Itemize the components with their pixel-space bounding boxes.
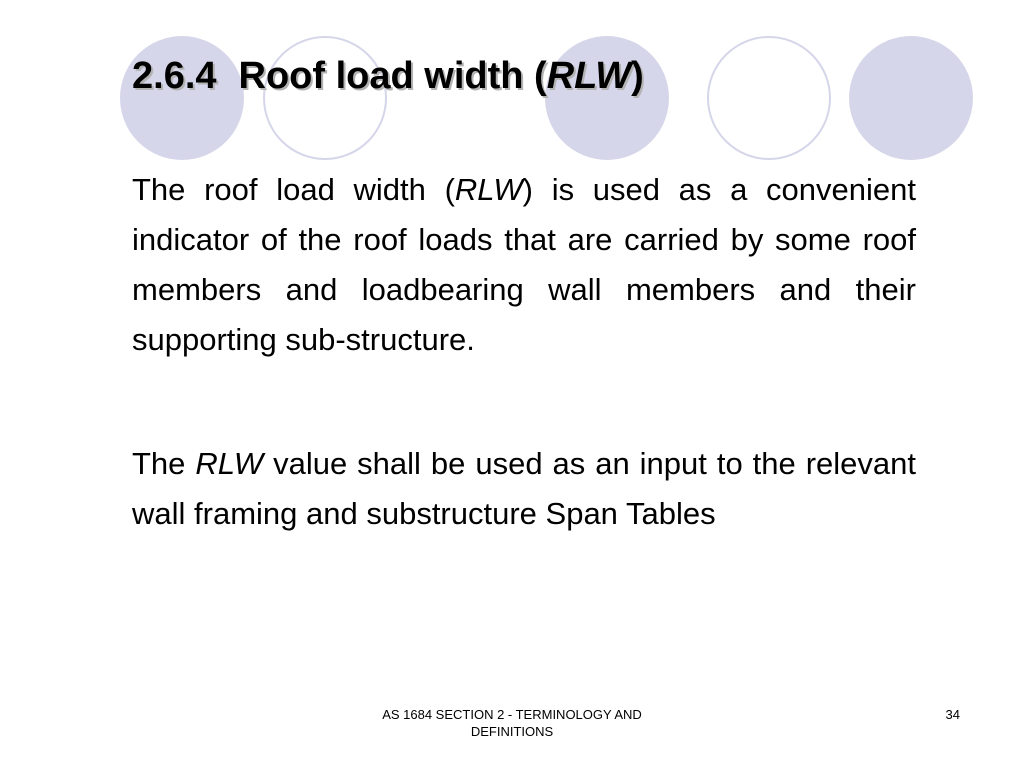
decorative-circle-outline	[707, 36, 831, 160]
decorative-circle-filled	[849, 36, 973, 160]
paragraph-usage: The RLW value shall be used as an input …	[132, 439, 916, 539]
paragraph-definition: The roof load width (RLW) is used as a c…	[132, 165, 916, 365]
decorative-circle-outline	[263, 36, 387, 160]
paragraph-text: ) is used as a convenient indicator of t…	[132, 172, 916, 357]
title-abbreviation: RLW	[546, 55, 632, 97]
slide-title: 2.6.4 Roof load width (RLW)	[132, 52, 644, 100]
paragraph-text: The roof load width (	[132, 172, 455, 207]
decorative-circle-filled	[545, 36, 669, 160]
paragraph-abbreviation: RLW	[454, 172, 523, 207]
section-number: 2.6.4	[132, 55, 217, 97]
title-closing: )	[631, 55, 644, 97]
paragraph-text: value shall be used as an input to the r…	[132, 446, 917, 531]
slide-footer: AS 1684 SECTION 2 - TERMINOLOGY AND DEFI…	[352, 706, 672, 740]
footer-line: DEFINITIONS	[470, 724, 554, 739]
footer-line: AS 1684 SECTION 2 - TERMINOLOGY AND	[382, 707, 642, 722]
title-text: Roof load width (	[238, 55, 547, 97]
paragraph-abbreviation: RLW	[195, 446, 264, 481]
page-number: 34	[945, 707, 960, 722]
paragraph-text: The	[132, 446, 196, 481]
decorative-circle-filled	[120, 36, 244, 160]
